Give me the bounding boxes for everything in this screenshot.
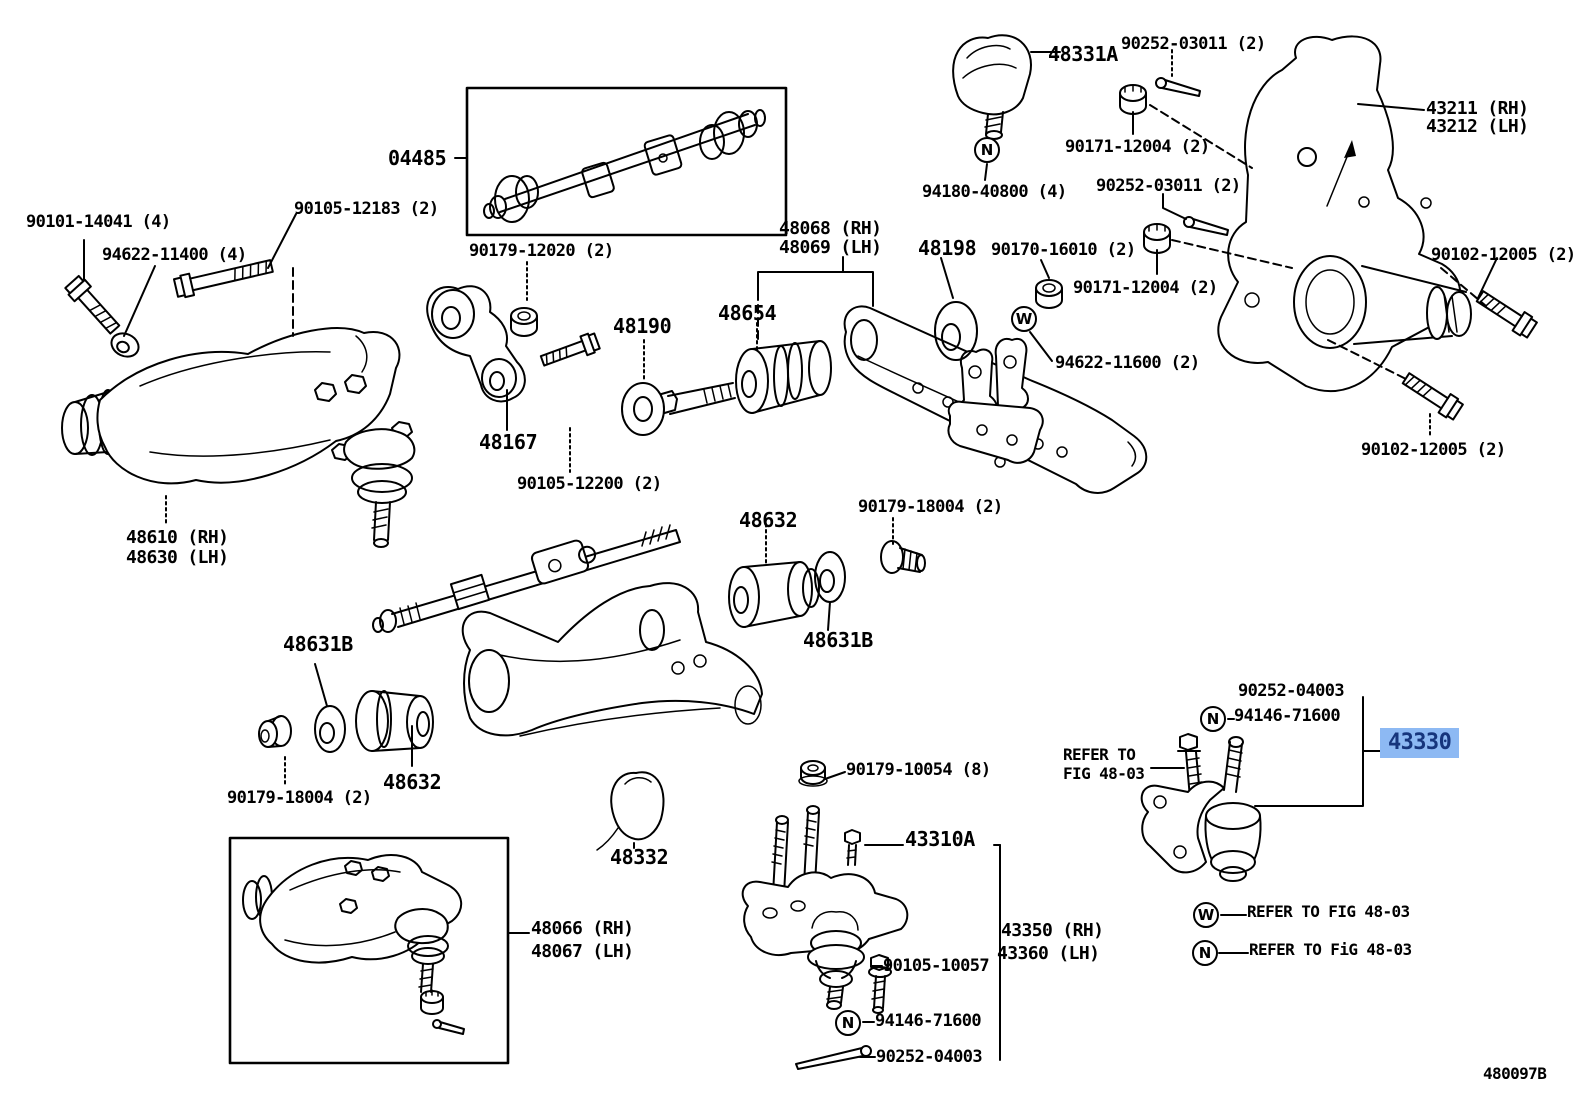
drawing-bolt-43310a <box>844 829 861 866</box>
drawing-lower-control-arm <box>461 582 763 737</box>
label-90179-10054: 90179-10054 (8) <box>846 760 991 780</box>
label-90179-18004-a: 90179-18004 (2) <box>858 497 1003 517</box>
label-94146-71600-b: 94146-71600 <box>1234 706 1341 726</box>
drawing-bolt-48190 <box>621 382 736 436</box>
label-48331a: 48331A <box>1048 42 1118 66</box>
drawing-cap-48332 <box>596 771 665 851</box>
label-90252-04003-a: 90252-04003 <box>876 1047 983 1067</box>
label-94622-11600: 94622-11600 (2) <box>1055 353 1200 373</box>
nut-symbol-n-bottom: N <box>835 1010 861 1036</box>
drawing-grommet-48198 <box>934 301 978 361</box>
drawing-upper-control-arm-48610 <box>61 327 416 548</box>
drawing-strut-rod <box>372 524 681 633</box>
drawing-balljoint-43350 <box>741 805 909 1010</box>
drawing-knuckle-43211 <box>1217 35 1472 392</box>
label-refer-n: REFER TO FiG 48-03 <box>1249 940 1412 959</box>
leader-lines <box>83 51 1498 1061</box>
drawing-bushing-48654 <box>735 340 832 414</box>
drawing-washer-48631b-right <box>814 551 846 603</box>
label-refer-line1: REFER TO <box>1063 745 1136 764</box>
label-48067-lh: 48067 (LH) <box>531 941 634 962</box>
label-43350-rh: 43350 (RH) <box>1001 920 1104 941</box>
washer-symbol-w-mid: W <box>1011 306 1037 332</box>
label-diagram-code: 480097B <box>1483 1064 1547 1083</box>
label-refer-line2: FIG 48-03 <box>1063 764 1145 783</box>
drawing-nut-90179-left <box>258 715 292 748</box>
label-90102-12005-a: 90102-12005 (2) <box>1431 245 1576 265</box>
label-48631b-b: 48631B <box>283 632 353 656</box>
label-48632-a: 48632 <box>739 508 798 532</box>
label-90101-14041: 90101-14041 (4) <box>26 212 171 232</box>
drawing-cotter-pin-90252-a <box>1155 77 1201 97</box>
alignment-dashed-lines <box>292 104 1487 381</box>
label-48332: 48332 <box>610 845 669 869</box>
drawing-nut-90179-10054 <box>798 760 828 787</box>
label-refer-w: REFER TO FIG 48-03 <box>1247 902 1410 921</box>
label-90102-12005-b: 90102-12005 (2) <box>1361 440 1506 460</box>
label-48654: 48654 <box>718 301 777 325</box>
label-48167: 48167 <box>479 430 538 454</box>
label-90252-03011-a: 90252-03011 (2) <box>1121 34 1266 54</box>
drawing-crossmember-48068 <box>843 305 1148 494</box>
label-94622-11400: 94622-11400 (4) <box>102 245 247 265</box>
label-43330-highlight[interactable]: 43330 <box>1380 728 1460 758</box>
drawing-bolt-90105-12200 <box>539 332 601 367</box>
label-90171-12004-a: 90171-12004 (2) <box>1065 137 1210 157</box>
drawing-fastener-90179-right <box>880 540 926 574</box>
label-90105-10057: 90105-10057 <box>883 956 990 976</box>
drawing-castle-nut-90171-a <box>1119 84 1147 115</box>
label-48631b-a: 48631B <box>803 628 873 652</box>
label-43310a: 43310A <box>905 827 975 851</box>
drawing-link-48167 <box>426 285 526 403</box>
drawing-bolt-90102-lower <box>1401 372 1464 421</box>
label-48198: 48198 <box>918 236 977 260</box>
label-90252-04003-b: 90252-04003 <box>1238 681 1345 701</box>
drawing-box-48066 <box>228 836 510 1065</box>
label-90170-16010: 90170-16010 (2) <box>991 240 1136 260</box>
label-43360-lh: 43360 (LH) <box>997 943 1100 964</box>
label-48610-rh: 48610 (RH) <box>126 527 229 548</box>
drawing-bolt-90101-14041 <box>64 274 121 335</box>
label-48068-rh: 48068 (RH) <box>779 218 882 239</box>
label-90105-12200: 90105-12200 (2) <box>517 474 662 494</box>
drawing-bumpstop-48331a <box>952 34 1032 140</box>
label-43212-lh: 43212 (LH) <box>1426 116 1529 137</box>
label-90252-03011-b: 90252-03011 (2) <box>1096 176 1241 196</box>
washer-symbol-w-legend: W <box>1193 902 1219 928</box>
label-94180-40800: 94180-40800 (4) <box>922 182 1067 202</box>
label-90171-12004-b: 90171-12004 (2) <box>1073 278 1218 298</box>
drawing-balljoint-43330 <box>1140 733 1262 882</box>
label-48630-lh: 48630 (LH) <box>126 547 229 568</box>
label-90179-12020: 90179-12020 (2) <box>469 241 614 261</box>
drawing-bushing-48632-right <box>728 561 820 628</box>
nut-symbol-n-right: N <box>1200 706 1226 732</box>
label-48066-rh: 48066 (RH) <box>531 918 634 939</box>
drawing-bolt-90102-upper <box>1475 290 1538 339</box>
label-90179-18004-b: 90179-18004 (2) <box>227 788 372 808</box>
drawing-cotter-pin-90252-b <box>1183 216 1229 236</box>
label-04485: 04485 <box>388 146 447 170</box>
label-48632-b: 48632 <box>383 770 442 794</box>
label-94146-71600-a: 94146-71600 <box>875 1011 982 1031</box>
drawing-washer-94622-11400 <box>110 332 140 358</box>
nut-symbol-n-legend: N <box>1192 940 1218 966</box>
label-48069-lh: 48069 (LH) <box>779 237 882 258</box>
drawing-castle-nut-90171-b <box>1143 223 1171 254</box>
nut-symbol-n-top: N <box>974 137 1000 163</box>
label-90105-12183: 90105-12183 (2) <box>294 199 439 219</box>
label-43211-rh: 43211 (RH) <box>1426 98 1529 119</box>
drawing-nut-90179-12020 <box>510 307 538 337</box>
label-48190: 48190 <box>613 314 672 338</box>
drawing-washer-48631b-left <box>314 705 346 753</box>
drawing-bushing-48632-left <box>355 690 434 752</box>
box-04485 <box>465 86 788 237</box>
drawing-nut-90170-16010 <box>1035 279 1063 309</box>
